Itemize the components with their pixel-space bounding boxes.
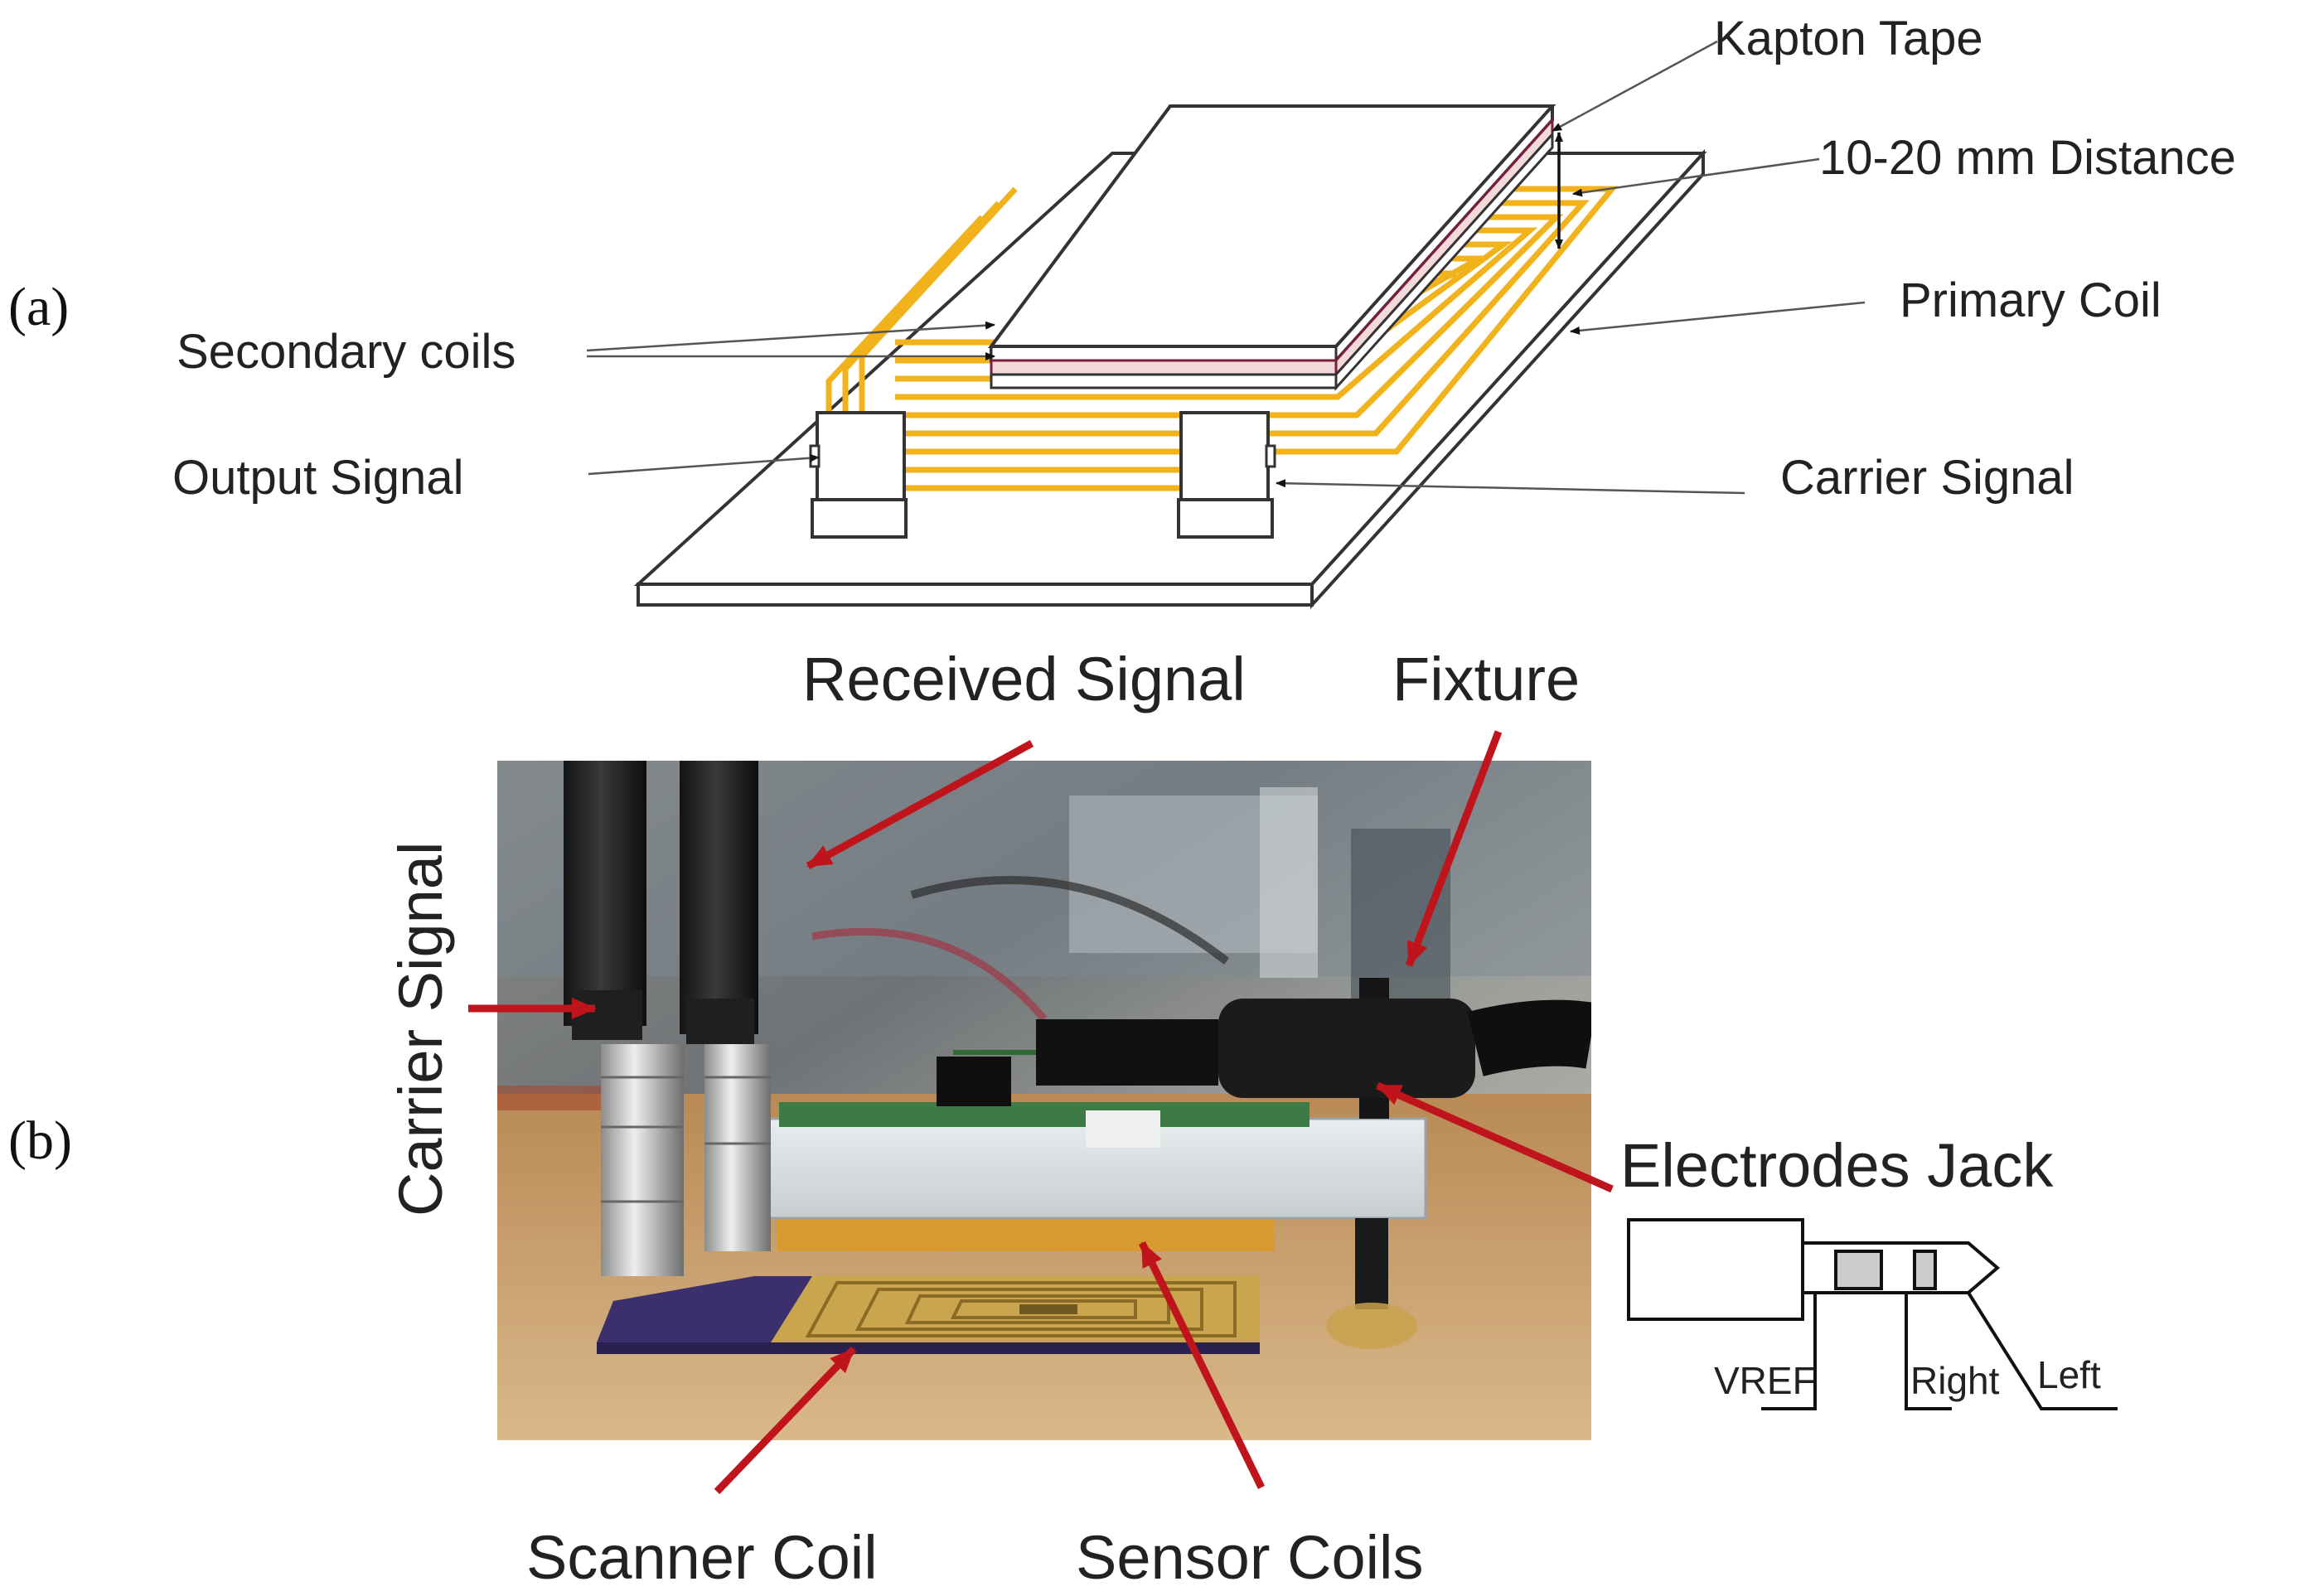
output-signal-label: Output Signal [172, 451, 463, 505]
panel-b-arrows [468, 730, 1614, 1495]
fixture-label: Fixture [1392, 645, 1580, 713]
jack-left-label: Left [2037, 1353, 2101, 1396]
primary-coil-label: Primary Coil [1900, 273, 2162, 327]
electrodes-jack-label: Electrodes Jack [1620, 1131, 2054, 1200]
kapton-tape-label: Kapton Tape [1714, 12, 1983, 65]
carrier-signal-label-a: Carrier Signal [1780, 451, 2074, 505]
jack-right-label: Right [1910, 1359, 2000, 1402]
sensor-coils-label: Sensor Coils [1076, 1523, 1424, 1592]
scanner-coil-label: Scanner Coil [526, 1523, 878, 1592]
bnc-connector-carrier [1177, 411, 1276, 539]
bnc-connector-output [809, 411, 908, 539]
panel-b-label: (b) [8, 1110, 72, 1171]
jack-vref-label: VREF [1714, 1359, 1816, 1402]
secondary-coils-label: Secondary coils [177, 325, 516, 379]
distance-label: 10-20 mm Distance [1819, 131, 2236, 185]
panel-b: (b) [8, 645, 2118, 1592]
panel-a-leaders [586, 40, 1866, 495]
panel-a-schematic: (a) [8, 12, 2236, 610]
secondary-coil-stack [988, 104, 1556, 391]
setup-photo [497, 761, 1591, 1440]
received-signal-label: Received Signal [802, 645, 1246, 713]
audio-jack-diagram [1627, 1218, 2118, 1410]
panel-a-label: (a) [8, 277, 69, 337]
carrier-signal-label-b: Carrier Signal [386, 842, 455, 1216]
